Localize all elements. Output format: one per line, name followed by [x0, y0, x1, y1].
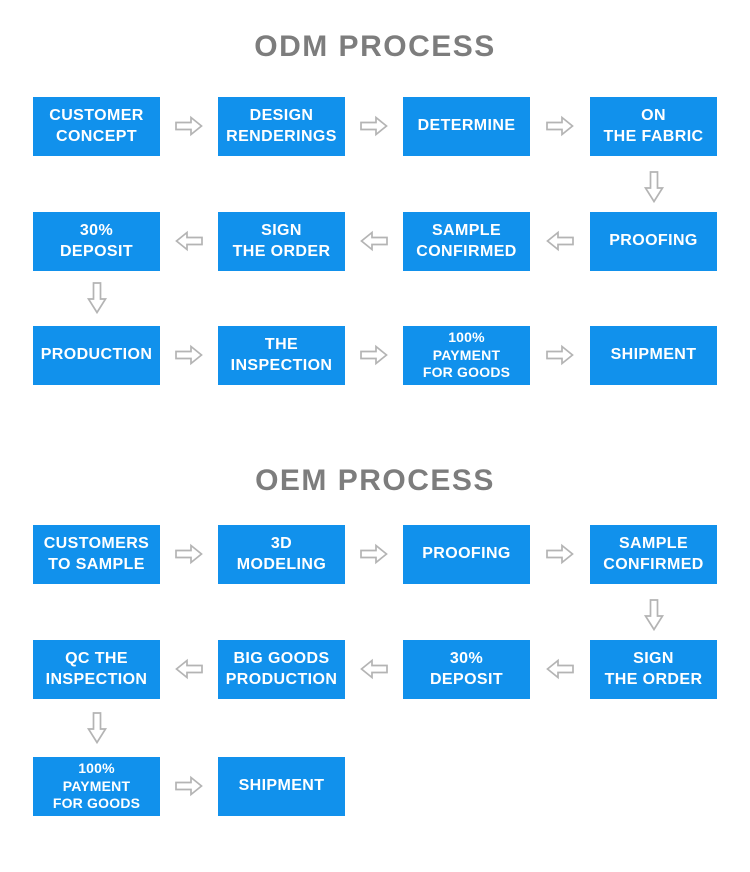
oem-step-100-payment-for-goods: 100% PAYMENT FOR GOODS	[33, 757, 160, 816]
oem-step-3d-modeling: 3D MODELING	[218, 525, 345, 584]
arrow-down-icon	[643, 171, 665, 204]
arrow-right-icon	[546, 344, 574, 366]
oem-step-customers-to-sample: CUSTOMERS TO SAMPLE	[33, 525, 160, 584]
arrow-left-icon	[546, 658, 574, 680]
arrow-right-icon	[175, 344, 203, 366]
odm-step-30-deposit: 30% DEPOSIT	[33, 212, 160, 271]
arrow-left-icon	[360, 230, 388, 252]
arrow-right-icon	[546, 543, 574, 565]
arrow-right-icon	[546, 115, 574, 137]
odm-step-100-payment-for-goods: 100% PAYMENT FOR GOODS	[403, 326, 530, 385]
odm-section-title: ODM PROCESS	[254, 30, 496, 63]
odm-step-determine: DETERMINE	[403, 97, 530, 156]
arrow-right-icon	[360, 543, 388, 565]
odm-step-the-inspection: THE INSPECTION	[218, 326, 345, 385]
arrow-left-icon	[546, 230, 574, 252]
oem-step-proofing: PROOFING	[403, 525, 530, 584]
odm-step-design-renderings: DESIGN RENDERINGS	[218, 97, 345, 156]
arrow-right-icon	[360, 344, 388, 366]
oem-step-shipment: SHIPMENT	[218, 757, 345, 816]
arrow-right-icon	[175, 543, 203, 565]
odm-step-proofing: PROOFING	[590, 212, 717, 271]
oem-step-sign-the-order: SIGN THE ORDER	[590, 640, 717, 699]
odm-step-shipment: SHIPMENT	[590, 326, 717, 385]
oem-step-sample-confirmed: SAMPLE CONFIRMED	[590, 525, 717, 584]
arrow-right-icon	[175, 115, 203, 137]
arrow-left-icon	[175, 658, 203, 680]
arrow-down-icon	[643, 599, 665, 632]
arrow-right-icon	[360, 115, 388, 137]
odm-step-on-the-fabric: ON THE FABRIC	[590, 97, 717, 156]
oem-step-qc-the-inspection: QC THE INSPECTION	[33, 640, 160, 699]
arrow-down-icon	[86, 282, 108, 315]
odm-step-sample-confirmed: SAMPLE CONFIRMED	[403, 212, 530, 271]
arrow-left-icon	[360, 658, 388, 680]
oem-step-big-goods-production: BIG GOODS PRODUCTION	[218, 640, 345, 699]
odm-step-production: PRODUCTION	[33, 326, 160, 385]
odm-step-customer-concept: CUSTOMER CONCEPT	[33, 97, 160, 156]
arrow-right-icon	[175, 775, 203, 797]
arrow-down-icon	[86, 712, 108, 745]
oem-section-title: OEM PROCESS	[255, 464, 495, 497]
odm-step-sign-the-order: SIGN THE ORDER	[218, 212, 345, 271]
oem-step-30-deposit: 30% DEPOSIT	[403, 640, 530, 699]
arrow-left-icon	[175, 230, 203, 252]
